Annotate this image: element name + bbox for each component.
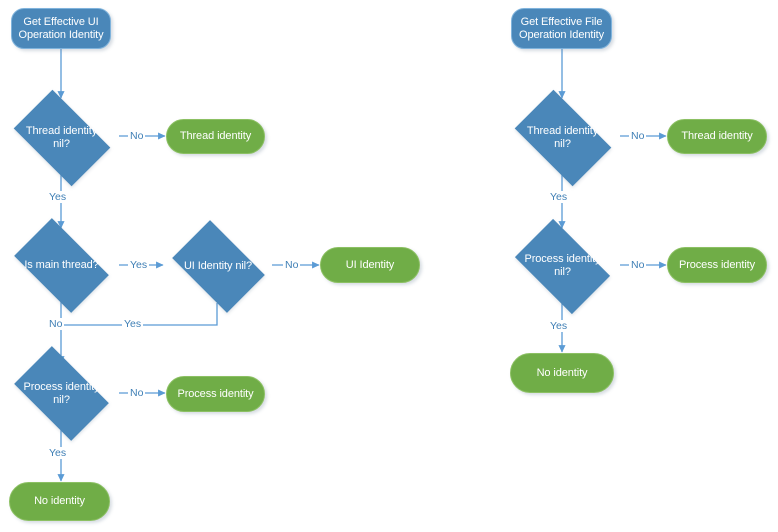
node-ui-thread-identity-result[interactable]: Thread identity bbox=[166, 119, 265, 154]
node-ui-is-main-thread[interactable]: Is main thread? bbox=[4, 218, 119, 313]
node-ui-process-identity-result[interactable]: Process identity bbox=[166, 376, 265, 412]
edge-label-ui-thread-nil-yes: Yes bbox=[47, 191, 69, 203]
edge-label-file-process-nil-no: No bbox=[629, 259, 647, 271]
node-file-process-identity-result[interactable]: Process identity bbox=[667, 247, 767, 283]
edge-label-ui-identity-nil-no: No bbox=[283, 259, 301, 271]
node-label-line1: Process identity bbox=[524, 253, 601, 265]
node-label: Is main thread? bbox=[24, 259, 99, 271]
node-file-no-identity-result[interactable]: No identity bbox=[510, 353, 614, 393]
edge-label-file-thread-nil-yes: Yes bbox=[548, 191, 570, 203]
node-label-line2: nil? bbox=[554, 137, 571, 150]
node-label: Get Effective File Operation Identity bbox=[519, 16, 604, 42]
node-label-line1: Get Effective File bbox=[520, 15, 603, 28]
node-label-line2: nil? bbox=[554, 266, 571, 278]
node-ui-identity-result[interactable]: UI Identity bbox=[320, 247, 420, 283]
node-label-line1: Process identity bbox=[23, 380, 100, 393]
node-get-effective-ui-operation-identity[interactable]: Get Effective UI Operation Identity bbox=[11, 8, 111, 49]
node-label-line1: Thread identity bbox=[25, 124, 98, 137]
node-label: Thread identity bbox=[179, 130, 252, 142]
node-label: Process identity nil? bbox=[505, 253, 620, 279]
node-label-line1: Thread identity bbox=[526, 124, 599, 137]
node-ui-no-identity-result[interactable]: No identity bbox=[9, 482, 110, 521]
edge-label-ui-process-nil-no: No bbox=[128, 387, 146, 399]
node-file-thread-identity-result[interactable]: Thread identity bbox=[667, 119, 767, 154]
node-label-line2: Operation Identity bbox=[518, 28, 605, 41]
node-label-line1: Get Effective UI bbox=[23, 15, 99, 28]
node-label-line2: nil? bbox=[53, 393, 70, 406]
node-ui-process-identity-nil[interactable]: Process identity nil? bbox=[4, 346, 119, 441]
node-label-line2: nil? bbox=[53, 137, 70, 150]
node-label: UI Identity nil? bbox=[183, 259, 253, 272]
node-label: UI Identity bbox=[345, 258, 395, 271]
edge-label-ui-identity-nil-yes: Yes bbox=[122, 318, 144, 330]
node-file-process-identity-nil[interactable]: Process identity nil? bbox=[505, 218, 620, 314]
node-label: Thread identity nil? bbox=[4, 125, 119, 151]
node-label: Thread identity bbox=[681, 130, 753, 142]
node-label: Get Effective UI Operation Identity bbox=[18, 16, 103, 42]
edge-label-ui-mainthread-yes: Yes bbox=[128, 259, 150, 271]
edge-label-file-thread-nil-no: No bbox=[629, 130, 647, 142]
node-label: Thread identity nil? bbox=[505, 125, 620, 151]
node-ui-identity-nil[interactable]: UI Identity nil? bbox=[163, 219, 273, 313]
node-get-effective-file-operation-identity[interactable]: Get Effective File Operation Identity bbox=[511, 8, 612, 49]
node-label: No identity bbox=[536, 366, 588, 379]
edge-label-ui-thread-nil-no: No bbox=[128, 130, 146, 142]
node-label: No identity bbox=[34, 495, 85, 507]
edge-label-ui-process-nil-yes: Yes bbox=[47, 447, 69, 459]
node-label-line2: Operation Identity bbox=[18, 28, 104, 41]
edge-label-ui-mainthread-no: No bbox=[47, 318, 65, 330]
node-label: Process identity bbox=[177, 387, 254, 400]
edge-label-file-process-nil-yes: Yes bbox=[548, 320, 570, 332]
node-label: Process identity nil? bbox=[4, 381, 119, 407]
node-file-thread-identity-nil[interactable]: Thread identity nil? bbox=[505, 89, 620, 186]
node-ui-thread-identity-nil[interactable]: Thread identity nil? bbox=[4, 89, 119, 186]
node-label: Process identity bbox=[678, 258, 756, 271]
